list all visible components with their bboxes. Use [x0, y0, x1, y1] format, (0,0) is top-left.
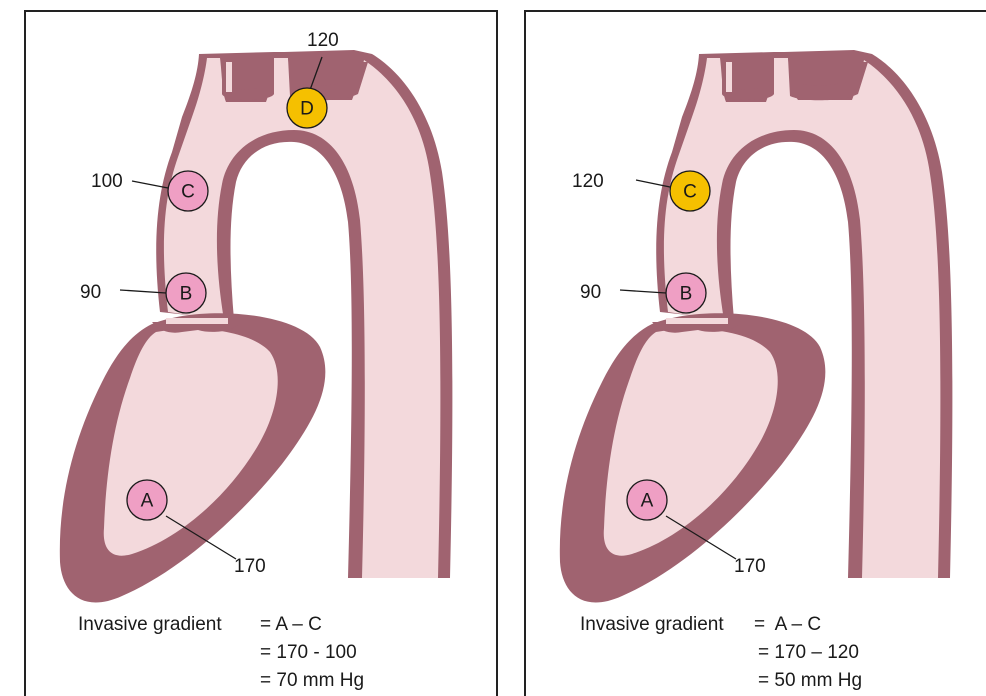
pressure-A: 170	[234, 556, 266, 577]
gradient-line-3: = 70 mm Hg	[260, 669, 364, 693]
pressure-D: 120	[307, 30, 339, 51]
node-D-label: D	[300, 99, 314, 120]
node-C-label: C	[181, 182, 195, 203]
gradient-line-1: = A – C	[260, 613, 322, 637]
arch-branch-divider	[726, 62, 732, 92]
gradient-line-2: = 170 – 120	[758, 641, 859, 665]
gradient-label: Invasive gradient	[78, 613, 222, 637]
node-A-label: A	[641, 491, 654, 512]
diagram-panel-left: D C B A 120 100 90 170 Invasive gradient…	[24, 10, 498, 696]
pressure-C: 100	[91, 171, 123, 192]
heart-aorta-illustration-right: C B A 120 90 170	[526, 12, 986, 696]
node-A-label: A	[141, 491, 154, 512]
gradient-line-3: = 50 mm Hg	[758, 669, 862, 693]
gradient-line-1: = A – C	[754, 613, 821, 637]
node-C-label: C	[683, 182, 697, 203]
aortic-valve-opening	[666, 318, 728, 324]
pressure-B: 90	[80, 282, 101, 303]
pressure-C: 120	[572, 171, 604, 192]
gradient-label: Invasive gradient	[580, 613, 724, 637]
node-B-label: B	[680, 284, 693, 305]
aortic-valve-opening	[166, 318, 228, 324]
heart-aorta-illustration-left: D C B A 120 100 90 170	[26, 12, 498, 696]
pressure-B: 90	[580, 282, 601, 303]
node-B-label: B	[180, 284, 193, 305]
pressure-A: 170	[734, 556, 766, 577]
diagram-panel-right: C B A 120 90 170 Invasive gradient = A –…	[524, 10, 986, 696]
gradient-line-2: = 170 - 100	[260, 641, 357, 665]
arch-branch-divider	[226, 62, 232, 92]
